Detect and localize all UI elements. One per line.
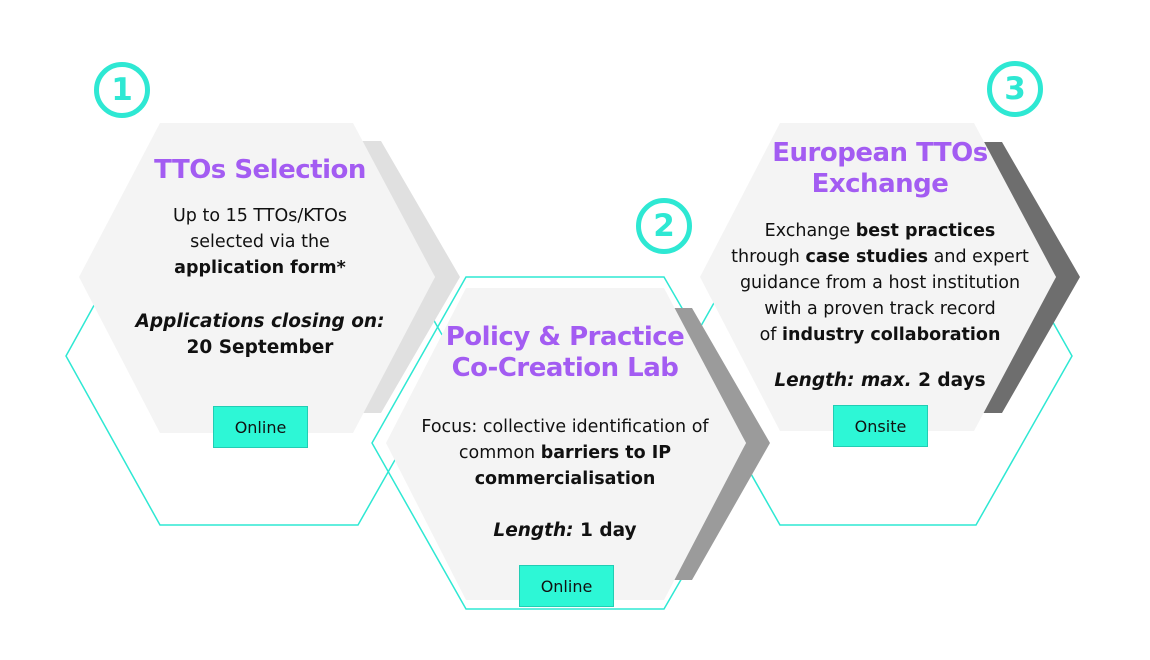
step-3-title-line1: European TTOs [772, 138, 988, 168]
step-1-mode-label: Online [234, 417, 287, 437]
step-2-title: Policy & Practice Co-Creation Lab [405, 322, 725, 384]
step-1-mode-button[interactable]: Online [213, 406, 308, 448]
step-1-number: 1 [111, 72, 133, 108]
step-3-l5-plain: of [759, 325, 783, 345]
step-3-l2-plain2: and expert [928, 247, 1029, 267]
step-3-mode-label: Onsite [854, 416, 907, 436]
step-2-mode-label: Online [540, 576, 593, 596]
step-3-length-label: Length: max. [774, 370, 912, 391]
step-2-focus: Focus: collective identification of comm… [405, 414, 725, 492]
step-3-l3: guidance from a host institution [739, 273, 1021, 293]
step-2-focus-bold2: commercialisation [474, 469, 656, 489]
step-1-description: Up to 15 TTOs/KTOs selected via the appl… [110, 203, 410, 281]
step-2-outline-hexagon [371, 276, 761, 610]
step-1-title: TTOs Selection [154, 155, 366, 185]
step-3-hexagon [700, 123, 1056, 431]
step-1-desc-line1: Up to 15 TTOs/KTOs [172, 206, 347, 226]
step-3-number-badge: 3 [987, 61, 1043, 117]
step-2-length-label: Length: [493, 520, 574, 541]
step-2-focus-bold1: barriers to IP [540, 443, 672, 463]
step-3-content: European TTOs Exchange Exchange best pra… [720, 138, 1040, 394]
step-2-chevron-shadow [667, 308, 770, 580]
step-3-number: 3 [1004, 71, 1026, 107]
step-1-number-badge: 1 [94, 62, 150, 118]
step-1-content: TTOs Selection Up to 15 TTOs/KTOs select… [110, 155, 410, 361]
step-2-length: Length: 1 day [405, 518, 725, 544]
step-3-l1-plain: Exchange [764, 221, 856, 241]
step-2-focus-plain2: common [458, 443, 541, 463]
step-1-chevron-shadow [356, 141, 460, 413]
step-3-title-line2: Exchange [811, 169, 949, 199]
step-3-title: European TTOs Exchange [720, 138, 1040, 200]
step-3-l1-bold: best practices [855, 221, 996, 241]
step-3-l4: with a proven track record [764, 299, 996, 319]
step-3-length: Length: max. 2 days [720, 368, 1040, 394]
step-1-desc-line2: selected via the [190, 232, 330, 252]
step-1-hexagon [79, 123, 435, 433]
step-3-l2-bold: case studies [805, 247, 929, 267]
step-2-number-badge: 2 [636, 198, 692, 254]
step-1-deadline: Applications closing on: 20 September [110, 309, 410, 361]
step-1-deadline-value: 20 September [186, 337, 334, 358]
step-3-l5-bold: industry collaboration [782, 325, 1001, 345]
step-1-desc-bold: application form* [174, 258, 346, 278]
step-2-title-line1: Policy & Practice [445, 322, 685, 352]
step-3-description: Exchange best practices through case stu… [720, 218, 1040, 348]
step-2-hexagon [386, 288, 746, 600]
step-3-length-value: 2 days [911, 370, 986, 391]
step-2-content: Policy & Practice Co-Creation Lab Focus:… [405, 322, 725, 544]
step-2-number: 2 [653, 208, 675, 244]
step-3-chevron-shadow [976, 142, 1080, 413]
step-2-title-line2: Co-Creation Lab [451, 353, 679, 383]
step-3-l2-plain1: through [731, 247, 806, 267]
step-1-deadline-label: Applications closing on: [135, 311, 385, 332]
step-3-mode-button[interactable]: Onsite [833, 405, 928, 447]
step-2-length-value: 1 day [573, 520, 637, 541]
step-2-focus-line1: Focus: collective identification of [421, 417, 709, 437]
step-2-mode-button[interactable]: Online [519, 565, 614, 607]
